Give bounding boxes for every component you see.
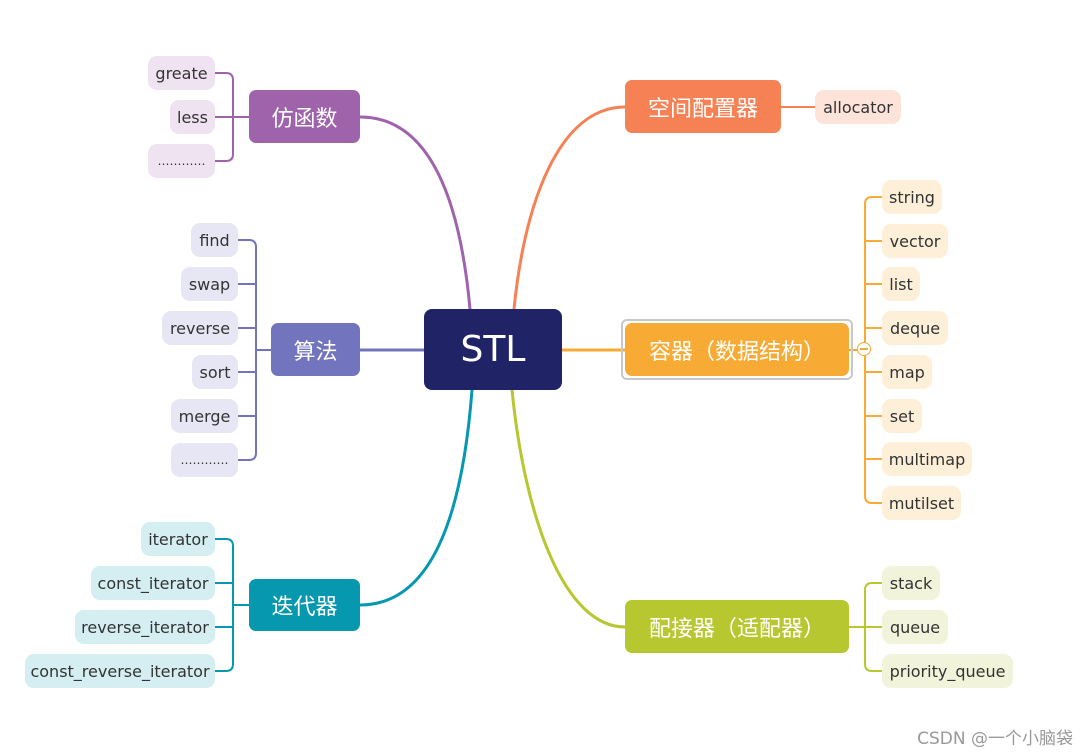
- leaf-adapter-priority-queue[interactable]: priority_queue: [882, 654, 1013, 688]
- leaf-adapter-stack[interactable]: stack: [882, 566, 940, 600]
- link-root-iterator: [358, 388, 474, 607]
- link-root-functor: [358, 115, 472, 311]
- link-iterator-spine: [214, 538, 234, 672]
- leaf-iterator-const-iterator[interactable]: const_iterator: [91, 566, 215, 600]
- selection-frame: [621, 319, 853, 380]
- branch-functor[interactable]: 仿函数: [249, 90, 360, 143]
- leaf-container-string[interactable]: string: [882, 180, 942, 214]
- root-node-stl[interactable]: STL: [424, 309, 562, 390]
- leaf-container-multimap[interactable]: multimap: [882, 442, 972, 476]
- link-root-allocator: [512, 105, 627, 311]
- branch-container[interactable]: 容器（数据结构）: [625, 323, 849, 376]
- leaf-container-list[interactable]: list: [882, 267, 920, 301]
- leaf-algorithm-merge[interactable]: merge: [171, 399, 238, 433]
- leaf-adapter-queue[interactable]: queue: [882, 610, 948, 644]
- leaf-iterator-iterator[interactable]: iterator: [141, 522, 215, 556]
- leaf-container-deque[interactable]: deque: [882, 311, 948, 345]
- collapse-toggle-icon[interactable]: [857, 342, 871, 356]
- leaf-functor-greate[interactable]: greate: [148, 56, 215, 90]
- branch-allocator[interactable]: 空间配置器: [625, 80, 781, 133]
- leaf-container-map[interactable]: map: [882, 355, 932, 389]
- leaf-iterator-reverse-iterator[interactable]: reverse_iterator: [75, 610, 215, 644]
- leaf-container-set[interactable]: set: [882, 399, 922, 433]
- leaf-iterator-const-reverse-iterator[interactable]: const_reverse_iterator: [25, 654, 215, 688]
- leaf-functor-less[interactable]: less: [170, 100, 215, 134]
- watermark: CSDN @一个小脑袋: [917, 729, 1073, 749]
- leaf-algorithm-find[interactable]: find: [191, 223, 238, 257]
- leaf-allocator[interactable]: allocator: [815, 90, 901, 124]
- branch-adapter[interactable]: 配接器（适配器）: [625, 600, 849, 653]
- leaf-algorithm-ellipsis[interactable]: …………: [171, 443, 238, 477]
- branch-algorithm[interactable]: 算法: [271, 323, 360, 376]
- link-algorithm-spine: [237, 239, 257, 461]
- branch-iterator[interactable]: 迭代器: [249, 579, 360, 631]
- link-root-adapter: [510, 388, 627, 629]
- leaf-functor-ellipsis[interactable]: …………: [148, 144, 215, 178]
- leaf-container-mutilset[interactable]: mutilset: [882, 486, 961, 520]
- leaf-algorithm-reverse[interactable]: reverse: [162, 311, 238, 345]
- leaf-container-vector[interactable]: vector: [882, 224, 948, 258]
- leaf-algorithm-sort[interactable]: sort: [192, 355, 238, 389]
- leaf-algorithm-swap[interactable]: swap: [181, 267, 238, 301]
